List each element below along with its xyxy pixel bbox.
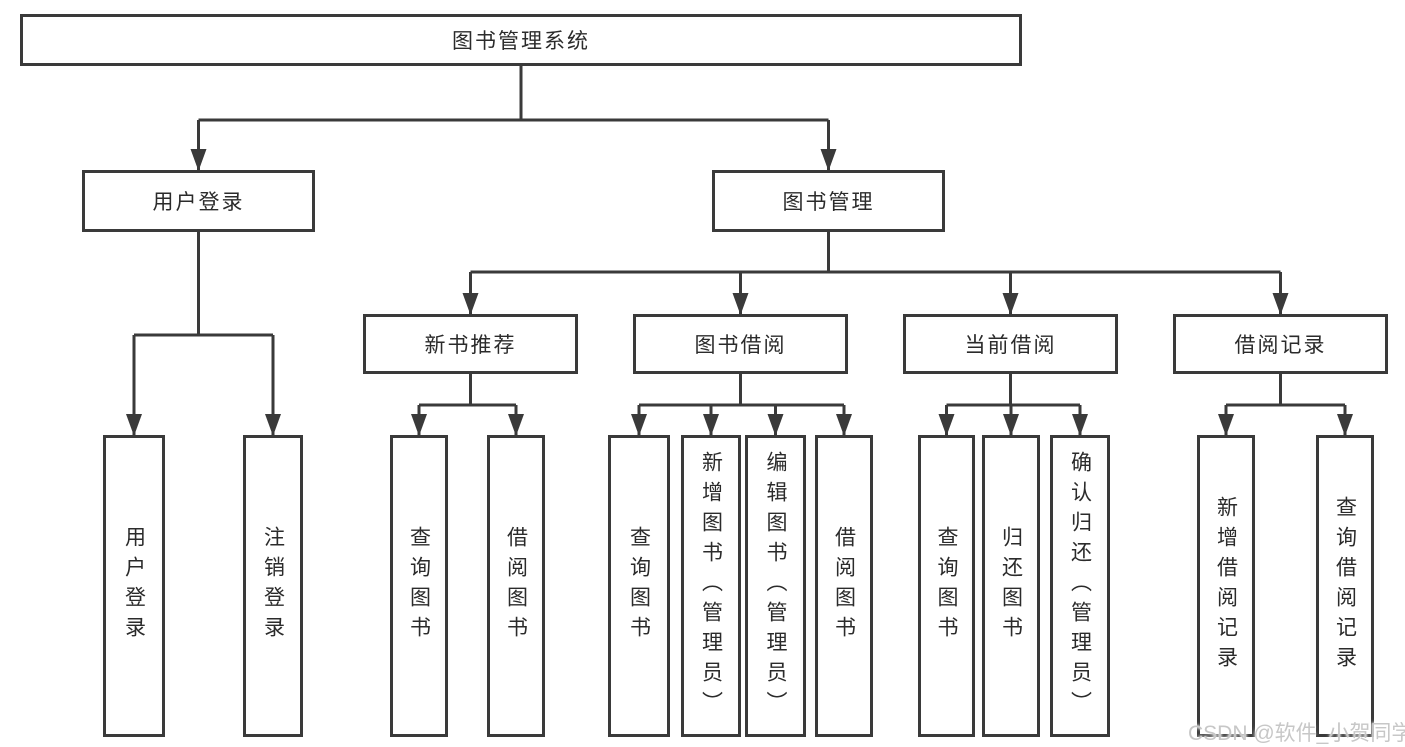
leaf-borrow-borrow-books: 借阅图书 bbox=[815, 435, 873, 737]
csdn-watermark: CSDN @软件_小贺同学 bbox=[1188, 722, 1405, 745]
node-book-management-label: 图书管理 bbox=[782, 191, 875, 214]
leaf-current-return-books: 归还图书 bbox=[982, 435, 1040, 737]
leaf-borrow-edit-books-admin: 编辑图书（管理员） bbox=[745, 435, 806, 737]
leaf-newbook-borrow-books: 借阅图书 bbox=[487, 435, 545, 737]
leaf-borrow-query-books: 查询图书 bbox=[608, 435, 670, 737]
leaf-borrow-borrow-books-label: 借阅图书 bbox=[832, 526, 856, 646]
leaf-records-query-record-label: 查询借阅记录 bbox=[1333, 496, 1357, 676]
node-book-borrowing: 图书借阅 bbox=[633, 314, 848, 374]
node-new-book-recommend: 新书推荐 bbox=[363, 314, 578, 374]
node-user-login-label: 用户登录 bbox=[152, 191, 245, 214]
node-new-book-recommend-label: 新书推荐 bbox=[424, 334, 517, 357]
leaf-current-confirm-return-admin: 确认归还（管理员） bbox=[1050, 435, 1110, 737]
leaf-user-login-label: 用户登录 bbox=[122, 526, 146, 646]
leaf-logout: 注销登录 bbox=[243, 435, 303, 737]
leaf-borrow-edit-books-admin-label: 编辑图书（管理员） bbox=[764, 451, 787, 721]
leaf-newbook-borrow-books-label: 借阅图书 bbox=[504, 526, 528, 646]
leaf-current-query-books: 查询图书 bbox=[918, 435, 975, 737]
node-book-borrowing-label: 图书借阅 bbox=[694, 334, 787, 357]
leaf-user-login: 用户登录 bbox=[103, 435, 165, 737]
leaf-records-add-record-label: 新增借阅记录 bbox=[1214, 496, 1238, 676]
node-current-borrowing: 当前借阅 bbox=[903, 314, 1118, 374]
leaf-newbook-query-books: 查询图书 bbox=[390, 435, 448, 737]
leaf-borrow-add-books-admin: 新增图书（管理员） bbox=[681, 435, 741, 737]
node-user-login: 用户登录 bbox=[82, 170, 315, 232]
leaf-current-query-books-label: 查询图书 bbox=[935, 526, 958, 646]
leaf-borrow-query-books-label: 查询图书 bbox=[627, 526, 651, 646]
leaf-newbook-query-books-label: 查询图书 bbox=[407, 526, 431, 646]
node-current-borrowing-label: 当前借阅 bbox=[964, 334, 1057, 357]
leaf-current-confirm-return-admin-label: 确认归还（管理员） bbox=[1068, 451, 1092, 721]
leaf-records-query-record: 查询借阅记录 bbox=[1316, 435, 1374, 737]
node-library-system: 图书管理系统 bbox=[20, 14, 1022, 66]
node-borrow-records-label: 借阅记录 bbox=[1234, 334, 1327, 357]
node-library-system-label: 图书管理系统 bbox=[452, 30, 590, 53]
leaf-records-add-record: 新增借阅记录 bbox=[1197, 435, 1255, 737]
node-book-management: 图书管理 bbox=[712, 170, 945, 232]
leaf-current-return-books-label: 归还图书 bbox=[999, 526, 1023, 646]
node-borrow-records: 借阅记录 bbox=[1173, 314, 1388, 374]
leaf-borrow-add-books-admin-label: 新增图书（管理员） bbox=[699, 451, 723, 721]
leaf-logout-label: 注销登录 bbox=[261, 526, 285, 646]
